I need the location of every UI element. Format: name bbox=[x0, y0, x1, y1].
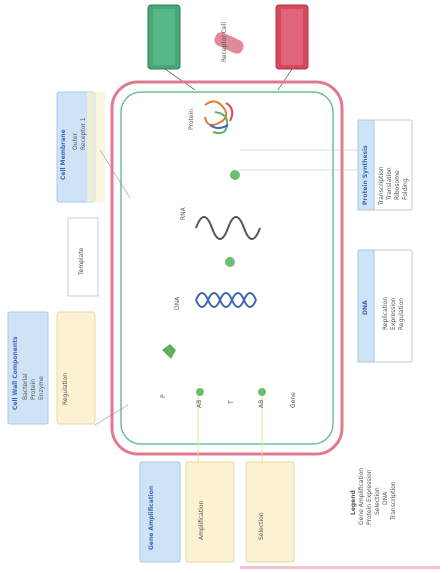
right-box2-item-2: Expression bbox=[390, 297, 397, 330]
left-box3-item-4: Regulation bbox=[62, 372, 69, 405]
bottom-box1-title: Gene Amplification bbox=[148, 485, 155, 550]
protein-structure-icon bbox=[204, 100, 234, 135]
red-channel bbox=[275, 4, 309, 70]
bottom-box2-title: Amplification bbox=[198, 500, 205, 540]
green-channel bbox=[147, 4, 181, 70]
right-box2-item-1: Replication bbox=[382, 296, 389, 330]
left-box-template bbox=[67, 217, 99, 297]
bottom-box-amp bbox=[185, 461, 235, 563]
dna-label: DNA bbox=[174, 296, 181, 310]
legend-note-2: Protein Expression bbox=[366, 469, 373, 525]
left-box3-title: Cell Wall Components bbox=[12, 336, 19, 410]
bottom-box-gene bbox=[139, 461, 181, 563]
legend-note-3: Selection bbox=[374, 487, 381, 515]
left-box3-item-2: Protein bbox=[30, 378, 37, 400]
molecule-icon-1 bbox=[230, 170, 240, 180]
left-box-components bbox=[56, 311, 96, 425]
green-fragment-icon bbox=[162, 344, 176, 359]
right-box1-item-1: Transcription bbox=[378, 166, 385, 205]
left-box1-item-1: Outer bbox=[72, 132, 79, 150]
left-box3-item-3: Enzyme bbox=[38, 376, 45, 400]
protein-label: Protein bbox=[188, 108, 195, 130]
right-box2-item-3: Regulation bbox=[398, 297, 405, 330]
right-box1-item-4: Folding bbox=[402, 178, 409, 200]
legend-note-4: DNA bbox=[382, 491, 389, 505]
left-box1-title: Cell Membrane bbox=[60, 129, 67, 180]
legend-note-5: Transcription bbox=[390, 481, 397, 520]
right-box1-item-2: Translation bbox=[386, 167, 393, 200]
right-box1-title: Protein Synthesis bbox=[362, 145, 369, 205]
left-box3-item-1: Bacterial bbox=[22, 373, 29, 400]
inner-membrane bbox=[120, 91, 334, 445]
receptor-label: Receptor Cell bbox=[221, 21, 228, 62]
right-box2-title: DNA bbox=[362, 300, 369, 315]
legend-note-0: Legend bbox=[350, 490, 357, 515]
rna-strand bbox=[195, 216, 261, 240]
marker-ab1 bbox=[196, 388, 204, 396]
bottom-box3-title: Selection bbox=[258, 512, 265, 540]
t-label: T bbox=[228, 400, 235, 404]
gene-label: Gene bbox=[290, 392, 297, 408]
outer-membrane bbox=[110, 80, 344, 456]
p-label: P bbox=[160, 394, 167, 398]
ab2-label: AB bbox=[258, 399, 265, 408]
legend-note-1: Gene Amplification bbox=[358, 467, 365, 525]
rna-label: RNA bbox=[180, 207, 187, 220]
bottom-box-sel bbox=[245, 461, 295, 563]
dna-helix-icon bbox=[195, 292, 257, 308]
pink-capsule-icon bbox=[214, 32, 244, 54]
molecule-icon-2 bbox=[225, 257, 235, 267]
left-box2-title: Template bbox=[78, 247, 85, 275]
right-box1-item-3: Ribosome bbox=[394, 170, 401, 200]
left-box1-item-2: Receptor 1 bbox=[80, 117, 87, 150]
ab1-label: AB bbox=[196, 399, 203, 408]
marker-ab2 bbox=[258, 388, 266, 396]
